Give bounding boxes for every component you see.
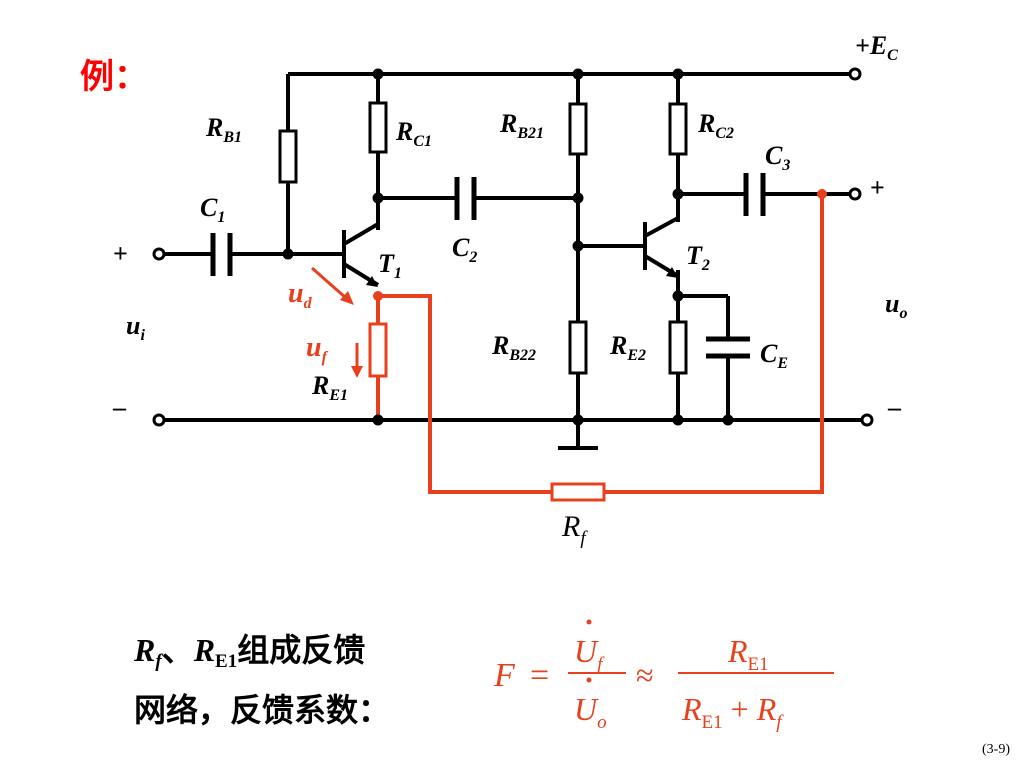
terminal-in-minus (152, 413, 166, 427)
label-rc2: RC2 (697, 109, 734, 142)
caption-line-1: Rf、RE1组成反馈 (134, 626, 454, 686)
label-ce: CE (760, 339, 788, 372)
label-c2: C2 (452, 233, 477, 266)
terminal-in-plus (152, 247, 166, 261)
transistor-t2 (643, 216, 680, 278)
label-ui: ui (126, 311, 145, 344)
feedback-junction-t1 (373, 291, 383, 301)
input-plus-sign: + (113, 239, 128, 268)
feedback-wires (376, 194, 824, 494)
formula-approx: ≈ (636, 657, 654, 693)
output-minus-sign: – (887, 393, 902, 422)
formula-rnum: RE1 (727, 633, 769, 675)
formula-den: Uo (574, 691, 607, 733)
resistor-rb21 (568, 102, 588, 156)
caption-sep: 、 (161, 631, 194, 669)
label-t1: T1 (378, 249, 402, 282)
resistor-re2 (668, 320, 688, 375)
resistors (278, 101, 688, 375)
resistor-rb22 (568, 320, 588, 375)
resistor-re1 (368, 322, 388, 378)
caption-line1-tail: 组成反馈 (237, 631, 366, 669)
label-rb21: RB21 (499, 109, 544, 142)
resistor-rc2 (668, 102, 688, 156)
label-re1: RE1 (311, 371, 348, 404)
ud-arrow-head (340, 291, 354, 305)
label-ud: ud (288, 278, 313, 312)
black-wires (165, 72, 862, 450)
ud-arrow-line (311, 266, 347, 300)
label-c3: C3 (765, 141, 790, 174)
formula-lhs: F (493, 657, 516, 694)
label-c1: C1 (200, 193, 225, 226)
caption-text: Rf、RE1组成反馈 网络，反馈系数： (134, 626, 454, 734)
feedback-formula: F = Uf Uo ≈ RE1 RE1+Rf (493, 619, 834, 733)
junction-dots (282, 68, 734, 426)
feedback-junction-out (817, 189, 827, 199)
t1-emitter-arrow (366, 276, 378, 287)
vcc-label: +EC (855, 31, 898, 64)
terminal-vcc (848, 67, 862, 81)
resistor-rf (550, 482, 606, 502)
input-minus-sign: – (112, 393, 127, 422)
caption-rf: R (134, 632, 156, 668)
page-number: (3-9) (982, 742, 1010, 757)
terminals (152, 67, 874, 427)
label-t2: T2 (686, 241, 710, 274)
label-uf: uf (306, 332, 329, 366)
caption-rf-sub: f (155, 651, 162, 672)
formula-rden: RE1+Rf (681, 691, 784, 733)
formula-num-dot (586, 619, 592, 625)
output-plus-sign: + (870, 173, 885, 202)
label-rb1: RB1 (205, 113, 242, 146)
terminal-out-minus (860, 413, 874, 427)
caption-re1: R (193, 632, 216, 668)
example-label: 例： (80, 57, 148, 97)
resistor-rc1 (368, 101, 388, 154)
caption-line-2: 网络，反馈系数： (134, 691, 391, 729)
label-uo: uo (885, 289, 907, 322)
label-rc1: RC1 (395, 117, 432, 150)
label-rb22: RB22 (491, 331, 536, 364)
resistor-rb1 (278, 129, 298, 184)
formula-eq: = (530, 657, 549, 694)
formula-num: Uf (574, 633, 605, 675)
t2-emitter-arrow (666, 267, 678, 278)
label-re2: RE2 (609, 331, 646, 364)
transistor-t1 (342, 222, 380, 287)
formula-den-dot (586, 677, 592, 683)
caption-re1-sub: E1 (215, 651, 238, 672)
label-rf: Rf (561, 510, 588, 549)
terminal-out-plus (848, 187, 862, 201)
capacitors (210, 173, 766, 359)
uf-arrow-head (351, 366, 363, 378)
